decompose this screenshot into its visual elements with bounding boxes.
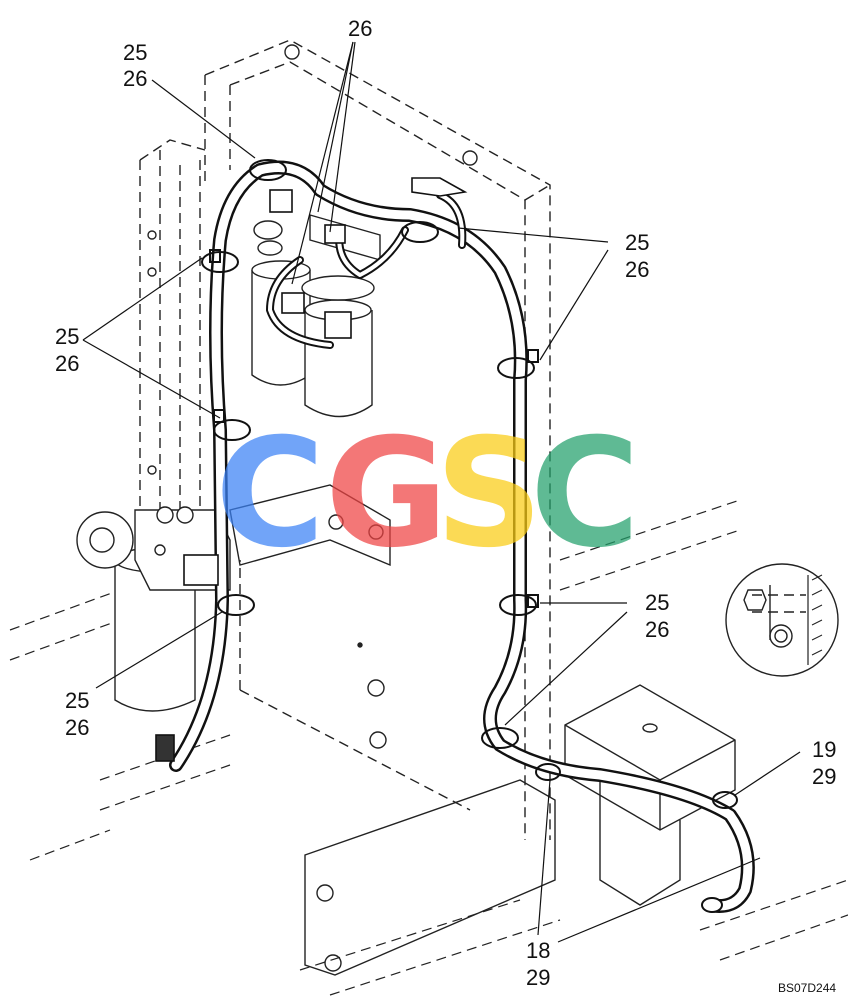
callout-8-line-1: 18 xyxy=(526,938,550,963)
watermark-letter-3: S xyxy=(435,407,543,581)
harness-clamps xyxy=(201,159,738,809)
watermark: C G S C xyxy=(215,407,640,581)
clamp-top-left xyxy=(249,159,287,181)
callouts: 25 26 26 25 26 25 26 25 26 25 26 19 29 1… xyxy=(55,16,836,995)
leader-lines xyxy=(82,41,801,943)
callout-4-line-1: 25 xyxy=(55,324,79,349)
callout-5-line-1: 25 xyxy=(645,590,669,615)
clamp-right-upper xyxy=(497,357,535,379)
callout-1-line-1: 25 xyxy=(123,40,147,65)
wiring-harness xyxy=(169,160,755,913)
callout-5-line-2: 26 xyxy=(645,617,669,642)
callout-8-line-2: 29 xyxy=(526,965,550,990)
right-support-block xyxy=(564,684,736,906)
callout-3-line-1: 25 xyxy=(625,230,649,255)
clamp-18-29 xyxy=(535,763,561,781)
callout-1-line-2: 26 xyxy=(123,66,147,91)
left-upright-channel xyxy=(139,139,206,560)
clamp-left-lower xyxy=(217,594,255,616)
callout-6-line-1: 25 xyxy=(65,688,89,713)
callout-7-line-1: 19 xyxy=(812,737,836,762)
harness-connectors xyxy=(155,177,468,762)
callout-3-line-2: 26 xyxy=(625,257,649,282)
clamp-top-right xyxy=(401,221,439,243)
clamp-left-mid xyxy=(213,419,251,441)
callout-4-line-2: 26 xyxy=(55,351,79,376)
callout-7-line-2: 29 xyxy=(812,764,836,789)
callout-6-line-2: 26 xyxy=(65,715,89,740)
lower-plate xyxy=(304,779,556,976)
clamp-detail-inset xyxy=(725,563,839,677)
clamp-19-29 xyxy=(712,791,738,809)
lower-filter-assembly xyxy=(76,506,231,712)
drawing-code: BS07D244 xyxy=(778,981,836,995)
clamp-right-lower xyxy=(499,594,537,616)
support-bracket xyxy=(229,484,391,567)
watermark-letter-2: G xyxy=(325,407,448,581)
callout-2-line-1: 26 xyxy=(348,16,372,41)
clamp-bottom-right xyxy=(481,727,519,749)
watermark-letter-1: C xyxy=(215,407,325,581)
watermark-letter-4: C xyxy=(530,407,640,581)
floor-rails xyxy=(9,499,848,996)
